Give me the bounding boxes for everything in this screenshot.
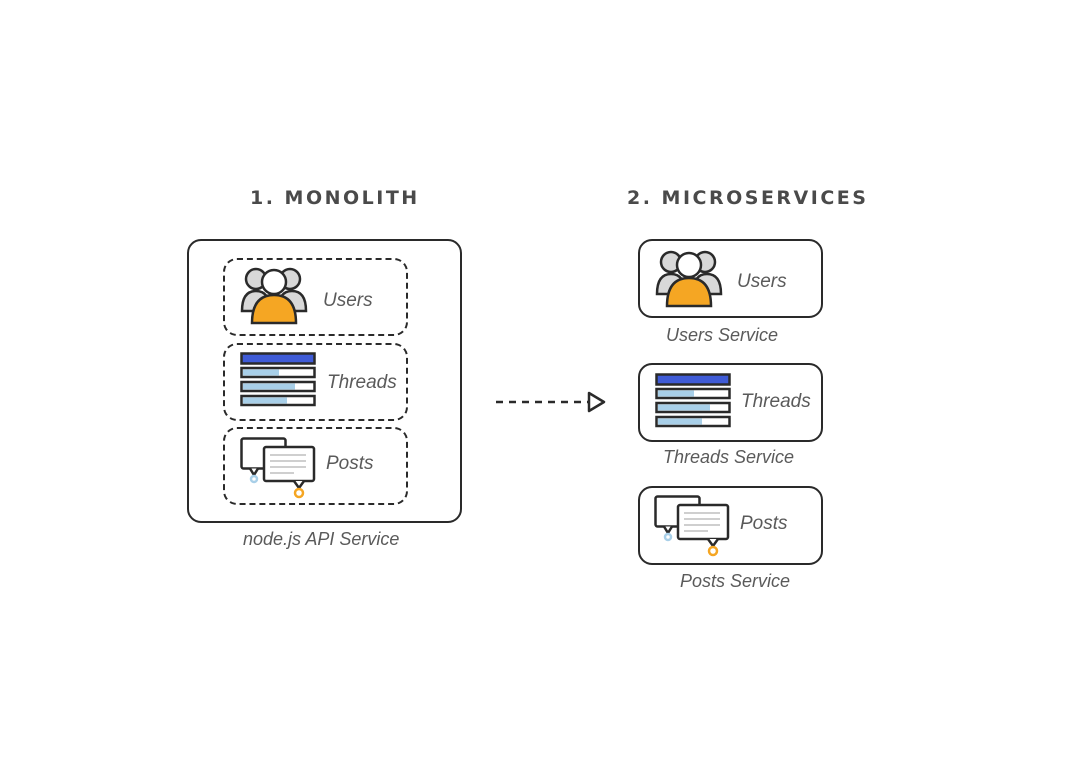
users-icon	[240, 267, 308, 325]
threads-service-label: Threads	[741, 391, 811, 412]
monolith-caption: node.js API Service	[243, 529, 400, 549]
users-service-caption: Users Service	[666, 325, 779, 345]
posts-service-box	[638, 486, 823, 565]
monolith-users-module	[223, 258, 408, 336]
posts-icon	[240, 437, 316, 499]
posts-service-caption: Posts Service	[680, 571, 791, 591]
threads-service-caption: Threads Service	[663, 447, 795, 467]
monolith-threads-label: Threads	[327, 372, 397, 393]
posts-icon	[654, 495, 730, 557]
threads-icon	[655, 373, 731, 428]
threads-icon	[240, 352, 316, 407]
monolith-users-label: Users	[323, 290, 373, 311]
monolith-posts-module	[223, 427, 408, 505]
users-service-box	[638, 239, 823, 318]
microservices-heading: 2. MICROSERVICES	[627, 187, 869, 209]
monolith-threads-module	[223, 343, 408, 421]
monolith-posts-label: Posts	[326, 453, 374, 474]
monolith-heading: 1. MONOLITH	[250, 187, 420, 209]
dashed-arrow-icon	[496, 391, 606, 413]
users-service-label: Users	[737, 271, 787, 292]
posts-service-label: Posts	[740, 513, 788, 534]
users-icon	[655, 250, 723, 308]
monolith-container	[187, 239, 462, 523]
threads-service-box	[638, 363, 823, 442]
